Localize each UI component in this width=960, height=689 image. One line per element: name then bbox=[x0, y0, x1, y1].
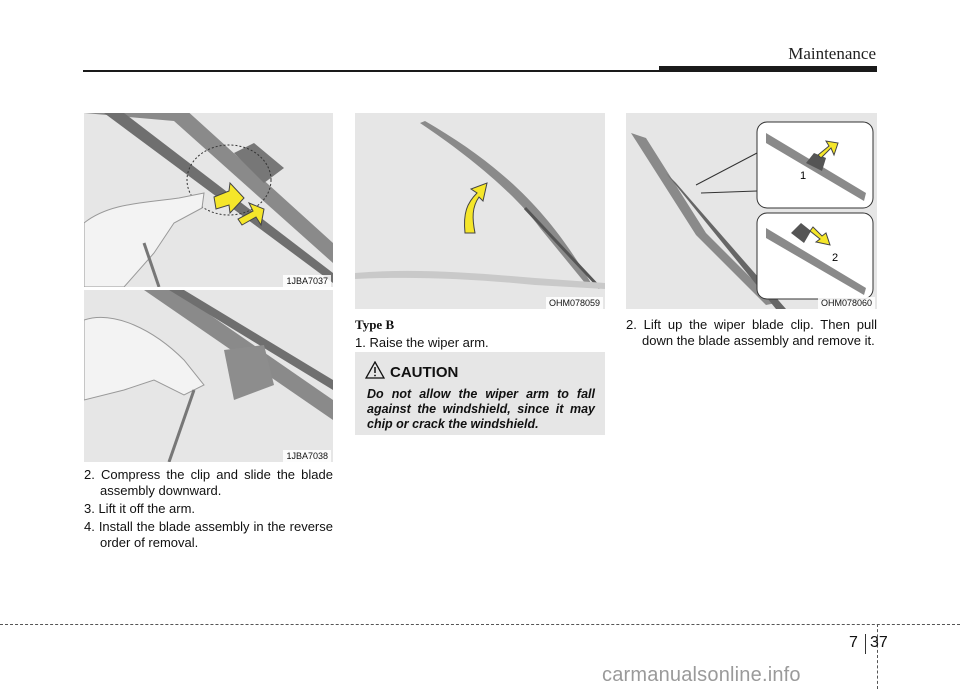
wiper-slide-illustration bbox=[84, 290, 333, 462]
figure-code: OHM078059 bbox=[545, 297, 603, 309]
step-2-lift-clip: 2. Lift up the wiper blade clip. Then pu… bbox=[626, 317, 877, 348]
header-rule-accent bbox=[659, 66, 877, 72]
wiper-lift-clip-illustration: 1 2 bbox=[626, 113, 877, 309]
figure-compress-clip: 1JBA7037 bbox=[84, 113, 333, 287]
figure-lift-clip: 1 2 OHM078060 bbox=[626, 113, 877, 309]
warning-triangle-icon bbox=[365, 361, 385, 379]
right-column-step: 2. Lift up the wiper blade clip. Then pu… bbox=[626, 317, 877, 351]
figure-slide-blade: 1JBA7038 bbox=[84, 290, 333, 462]
figure-code: OHM078060 bbox=[817, 297, 875, 309]
step-3: 3. Lift it off the arm. bbox=[84, 501, 196, 516]
section-title-type-b: Type B bbox=[355, 317, 395, 332]
callout-number: 1 bbox=[800, 170, 806, 182]
step-4: 4. Install the blade assembly in the rev… bbox=[84, 519, 333, 550]
figure-raise-arm: OHM078059 bbox=[355, 113, 605, 309]
page-number-separator bbox=[865, 634, 866, 654]
step-1: 1. Raise the wiper arm. bbox=[355, 335, 489, 350]
chapter-number: 7 bbox=[849, 634, 858, 651]
section-header-title: Maintenance bbox=[788, 44, 876, 63]
watermark: carmanualsonline.info bbox=[602, 664, 801, 686]
page-number: 37 bbox=[870, 634, 888, 651]
caution-title: CAUTION bbox=[390, 364, 459, 381]
callout-number: 2 bbox=[832, 252, 838, 264]
footer-dashed-rule bbox=[0, 624, 960, 625]
figure-code: 1JBA7038 bbox=[283, 450, 331, 462]
wiper-raise-illustration bbox=[355, 113, 605, 309]
step-2: 2. Compress the clip and slide the blade… bbox=[84, 467, 333, 498]
figure-code: 1JBA7037 bbox=[283, 275, 331, 287]
caution-box: CAUTION Do not allow the wiper arm to fa… bbox=[355, 352, 605, 435]
caution-body: Do not allow the wiper arm to fall again… bbox=[367, 387, 595, 431]
left-column-steps: 2. Compress the clip and slide the blade… bbox=[84, 467, 333, 553]
wiper-clip-illustration bbox=[84, 113, 333, 287]
middle-column-step: 1. Raise the wiper arm. bbox=[355, 335, 605, 353]
footer-dashed-vertical bbox=[877, 624, 878, 689]
header-rule bbox=[83, 70, 877, 72]
